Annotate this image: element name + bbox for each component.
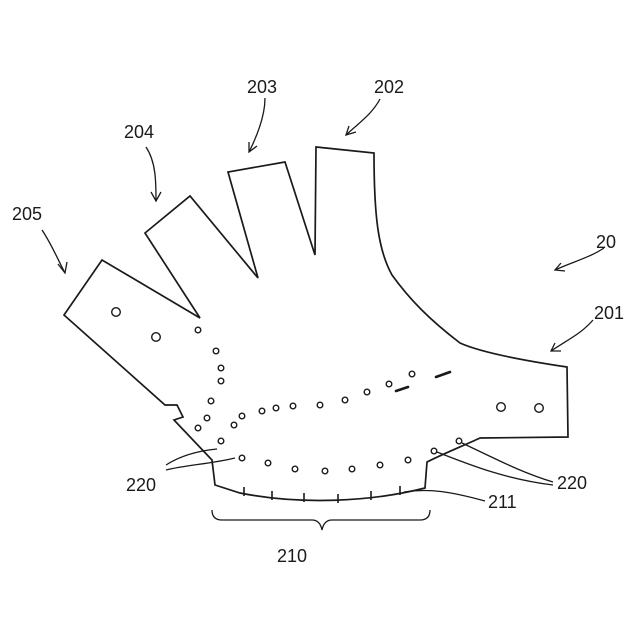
label-203: 203 (247, 78, 277, 96)
label-220-left: 220 (126, 476, 156, 494)
label-220-right: 220 (557, 474, 587, 492)
reference-leader-lines (166, 443, 553, 530)
label-204: 204 (124, 123, 154, 141)
label-210: 210 (277, 547, 307, 565)
large-holes (112, 308, 544, 413)
label-211: 211 (488, 493, 517, 511)
label-202: 202 (374, 78, 404, 96)
glove-blank-outline (64, 147, 568, 500)
stitch-holes (195, 327, 462, 474)
interior-slits (396, 372, 450, 391)
label-205: 205 (12, 205, 42, 223)
label-20: 20 (596, 233, 616, 251)
label-201: 201 (594, 304, 624, 322)
